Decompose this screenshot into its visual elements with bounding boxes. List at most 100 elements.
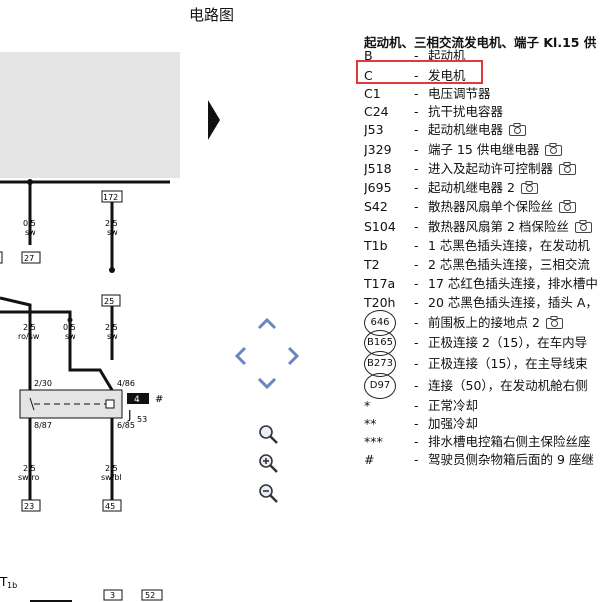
legend-desc: 排水槽电控箱右侧主保险丝座 bbox=[428, 432, 591, 451]
node-box bbox=[141, 589, 163, 601]
node-box bbox=[0, 251, 3, 264]
pan-up-icon[interactable] bbox=[257, 318, 277, 330]
legend-desc-text: 散热器风扇单个保险丝 bbox=[428, 199, 554, 214]
node-label: 25 bbox=[104, 297, 114, 306]
legend-code: C24 bbox=[364, 104, 389, 119]
legend-dash: - bbox=[414, 48, 419, 63]
legend-code: J695 bbox=[364, 180, 392, 195]
legend-code: D97 bbox=[364, 373, 414, 402]
legend-dash: - bbox=[414, 68, 419, 83]
node-box bbox=[21, 499, 41, 512]
legend-code: J329 bbox=[364, 142, 392, 157]
legend-desc-text: 前围板上的接地点 2 bbox=[428, 315, 540, 330]
legend-desc-text: 散热器风扇第 2 档保险丝 bbox=[428, 219, 569, 234]
node-box bbox=[21, 251, 41, 264]
pin-label: 8/87 bbox=[34, 421, 52, 430]
wire-gauge: 2,5 bbox=[105, 323, 118, 332]
legend-dash: - bbox=[414, 238, 419, 253]
component-block bbox=[0, 52, 180, 178]
zoom-fit-icon[interactable] bbox=[258, 424, 280, 446]
camera-icon[interactable] bbox=[509, 123, 527, 136]
legend-code: * bbox=[364, 398, 371, 413]
camera-icon[interactable] bbox=[559, 200, 577, 213]
legend-dash: - bbox=[414, 378, 419, 393]
legend-dash: - bbox=[414, 452, 419, 467]
wire-color: sw/bl bbox=[101, 473, 122, 482]
wire-gauge: 2,5 bbox=[105, 464, 118, 473]
legend-desc: 1 芯黑色插头连接，在发动机 bbox=[428, 236, 590, 255]
legend-code: T20h bbox=[364, 295, 396, 310]
wire-color: sw bbox=[107, 228, 118, 237]
legend-desc-text: 抗干扰电容器 bbox=[428, 104, 504, 119]
legend-code: C1 bbox=[364, 86, 381, 101]
pan-right-icon[interactable] bbox=[287, 346, 299, 366]
legend-code: J53 bbox=[364, 122, 384, 137]
legend-desc: 发电机 bbox=[428, 66, 466, 85]
wire-color: sw bbox=[65, 332, 76, 341]
legend-code: S104 bbox=[364, 219, 396, 234]
legend-desc: 起动机继电器 2 bbox=[428, 178, 538, 197]
legend-dash: - bbox=[414, 416, 419, 431]
legend-dash: - bbox=[414, 199, 419, 214]
camera-icon[interactable] bbox=[574, 220, 592, 233]
page-title: 电路图 bbox=[189, 6, 235, 24]
legend-title: 起动机、三相交流发电机、端子 Kl.15 供 bbox=[364, 35, 597, 50]
legend-dash: - bbox=[414, 434, 419, 449]
legend-desc: 抗干扰电容器 bbox=[428, 102, 503, 121]
legend-desc: 散热器风扇第 2 档保险丝 bbox=[428, 217, 592, 236]
legend-dash: - bbox=[414, 356, 419, 371]
legend-desc: 2 芯黑色插头连接，三相交流 bbox=[428, 255, 590, 274]
legend-desc-text: 端子 15 供电继电器 bbox=[428, 142, 540, 157]
legend-dash: - bbox=[414, 398, 419, 413]
legend-desc-text: 加强冷却 bbox=[428, 416, 479, 431]
legend-desc: 驾驶员侧杂物箱后面的 9 座继 bbox=[428, 450, 594, 469]
pin-label: 6/85 bbox=[117, 421, 135, 430]
expand-arrow-icon[interactable] bbox=[208, 100, 220, 140]
pan-down-icon[interactable] bbox=[257, 377, 277, 389]
legend-desc-text: 17 芯红色插头连接，排水槽中 bbox=[428, 276, 598, 291]
camera-icon[interactable] bbox=[520, 181, 538, 194]
wire bbox=[0, 310, 114, 391]
legend-desc-text: 正常冷却 bbox=[428, 398, 479, 413]
legend-dash: - bbox=[414, 315, 419, 330]
legend-desc-text: 发电机 bbox=[428, 68, 466, 83]
relay-hash: # bbox=[155, 394, 163, 405]
wire-color: sw bbox=[107, 332, 118, 341]
legend-desc-text: 20 芯黑色插头连接，插头 A， bbox=[428, 295, 598, 310]
legend-code: B bbox=[364, 48, 373, 63]
legend-dash: - bbox=[414, 161, 419, 176]
wire-color: sw bbox=[25, 228, 36, 237]
relay-sub: 53 bbox=[137, 415, 147, 424]
zoom-in-icon[interactable] bbox=[258, 453, 280, 475]
zoom-out-icon[interactable] bbox=[258, 483, 280, 505]
legend-dash: - bbox=[414, 180, 419, 195]
legend-desc-text: 起动机继电器 bbox=[428, 122, 504, 137]
node-label: 4 bbox=[134, 395, 140, 405]
circuit-diagram[interactable]: 0,5 sw 27 172 2,5 sw 25 2,5 ro/sw 0,5 sw… bbox=[0, 30, 210, 602]
legend-dash: - bbox=[414, 219, 419, 234]
camera-icon[interactable] bbox=[559, 162, 577, 175]
legend-code: *** bbox=[364, 434, 383, 449]
legend-desc-text: 正极连接（15），在主导线束 bbox=[428, 356, 588, 371]
legend-desc: 前围板上的接地点 2 bbox=[428, 313, 563, 332]
camera-icon[interactable] bbox=[545, 316, 563, 329]
pan-left-icon[interactable] bbox=[235, 346, 247, 366]
legend-desc-text: 连接（50），在发动机舱右侧 bbox=[428, 378, 588, 393]
camera-icon[interactable] bbox=[545, 143, 563, 156]
legend-dash: - bbox=[414, 104, 419, 119]
legend-desc: 加强冷却 bbox=[428, 414, 478, 433]
node-label: 27 bbox=[24, 254, 34, 263]
wire-gauge: 2,5 bbox=[23, 464, 36, 473]
legend-desc-text: 进入及起动许可控制器 bbox=[428, 161, 554, 176]
legend-desc-text: 电压调节器 bbox=[428, 86, 491, 101]
wire-gauge: 2,5 bbox=[105, 219, 118, 228]
legend-dash: - bbox=[414, 335, 419, 350]
legend-dash: - bbox=[414, 276, 419, 291]
legend-desc: 端子 15 供电继电器 bbox=[428, 140, 563, 159]
legend-dash: - bbox=[414, 122, 419, 137]
legend-desc-text: 正极连接 2（15），在车内导 bbox=[428, 335, 588, 350]
legend-code: S42 bbox=[364, 199, 388, 214]
wire-gauge: 0,5 bbox=[23, 219, 36, 228]
wire bbox=[0, 296, 32, 390]
node-label: 3 bbox=[110, 591, 115, 600]
